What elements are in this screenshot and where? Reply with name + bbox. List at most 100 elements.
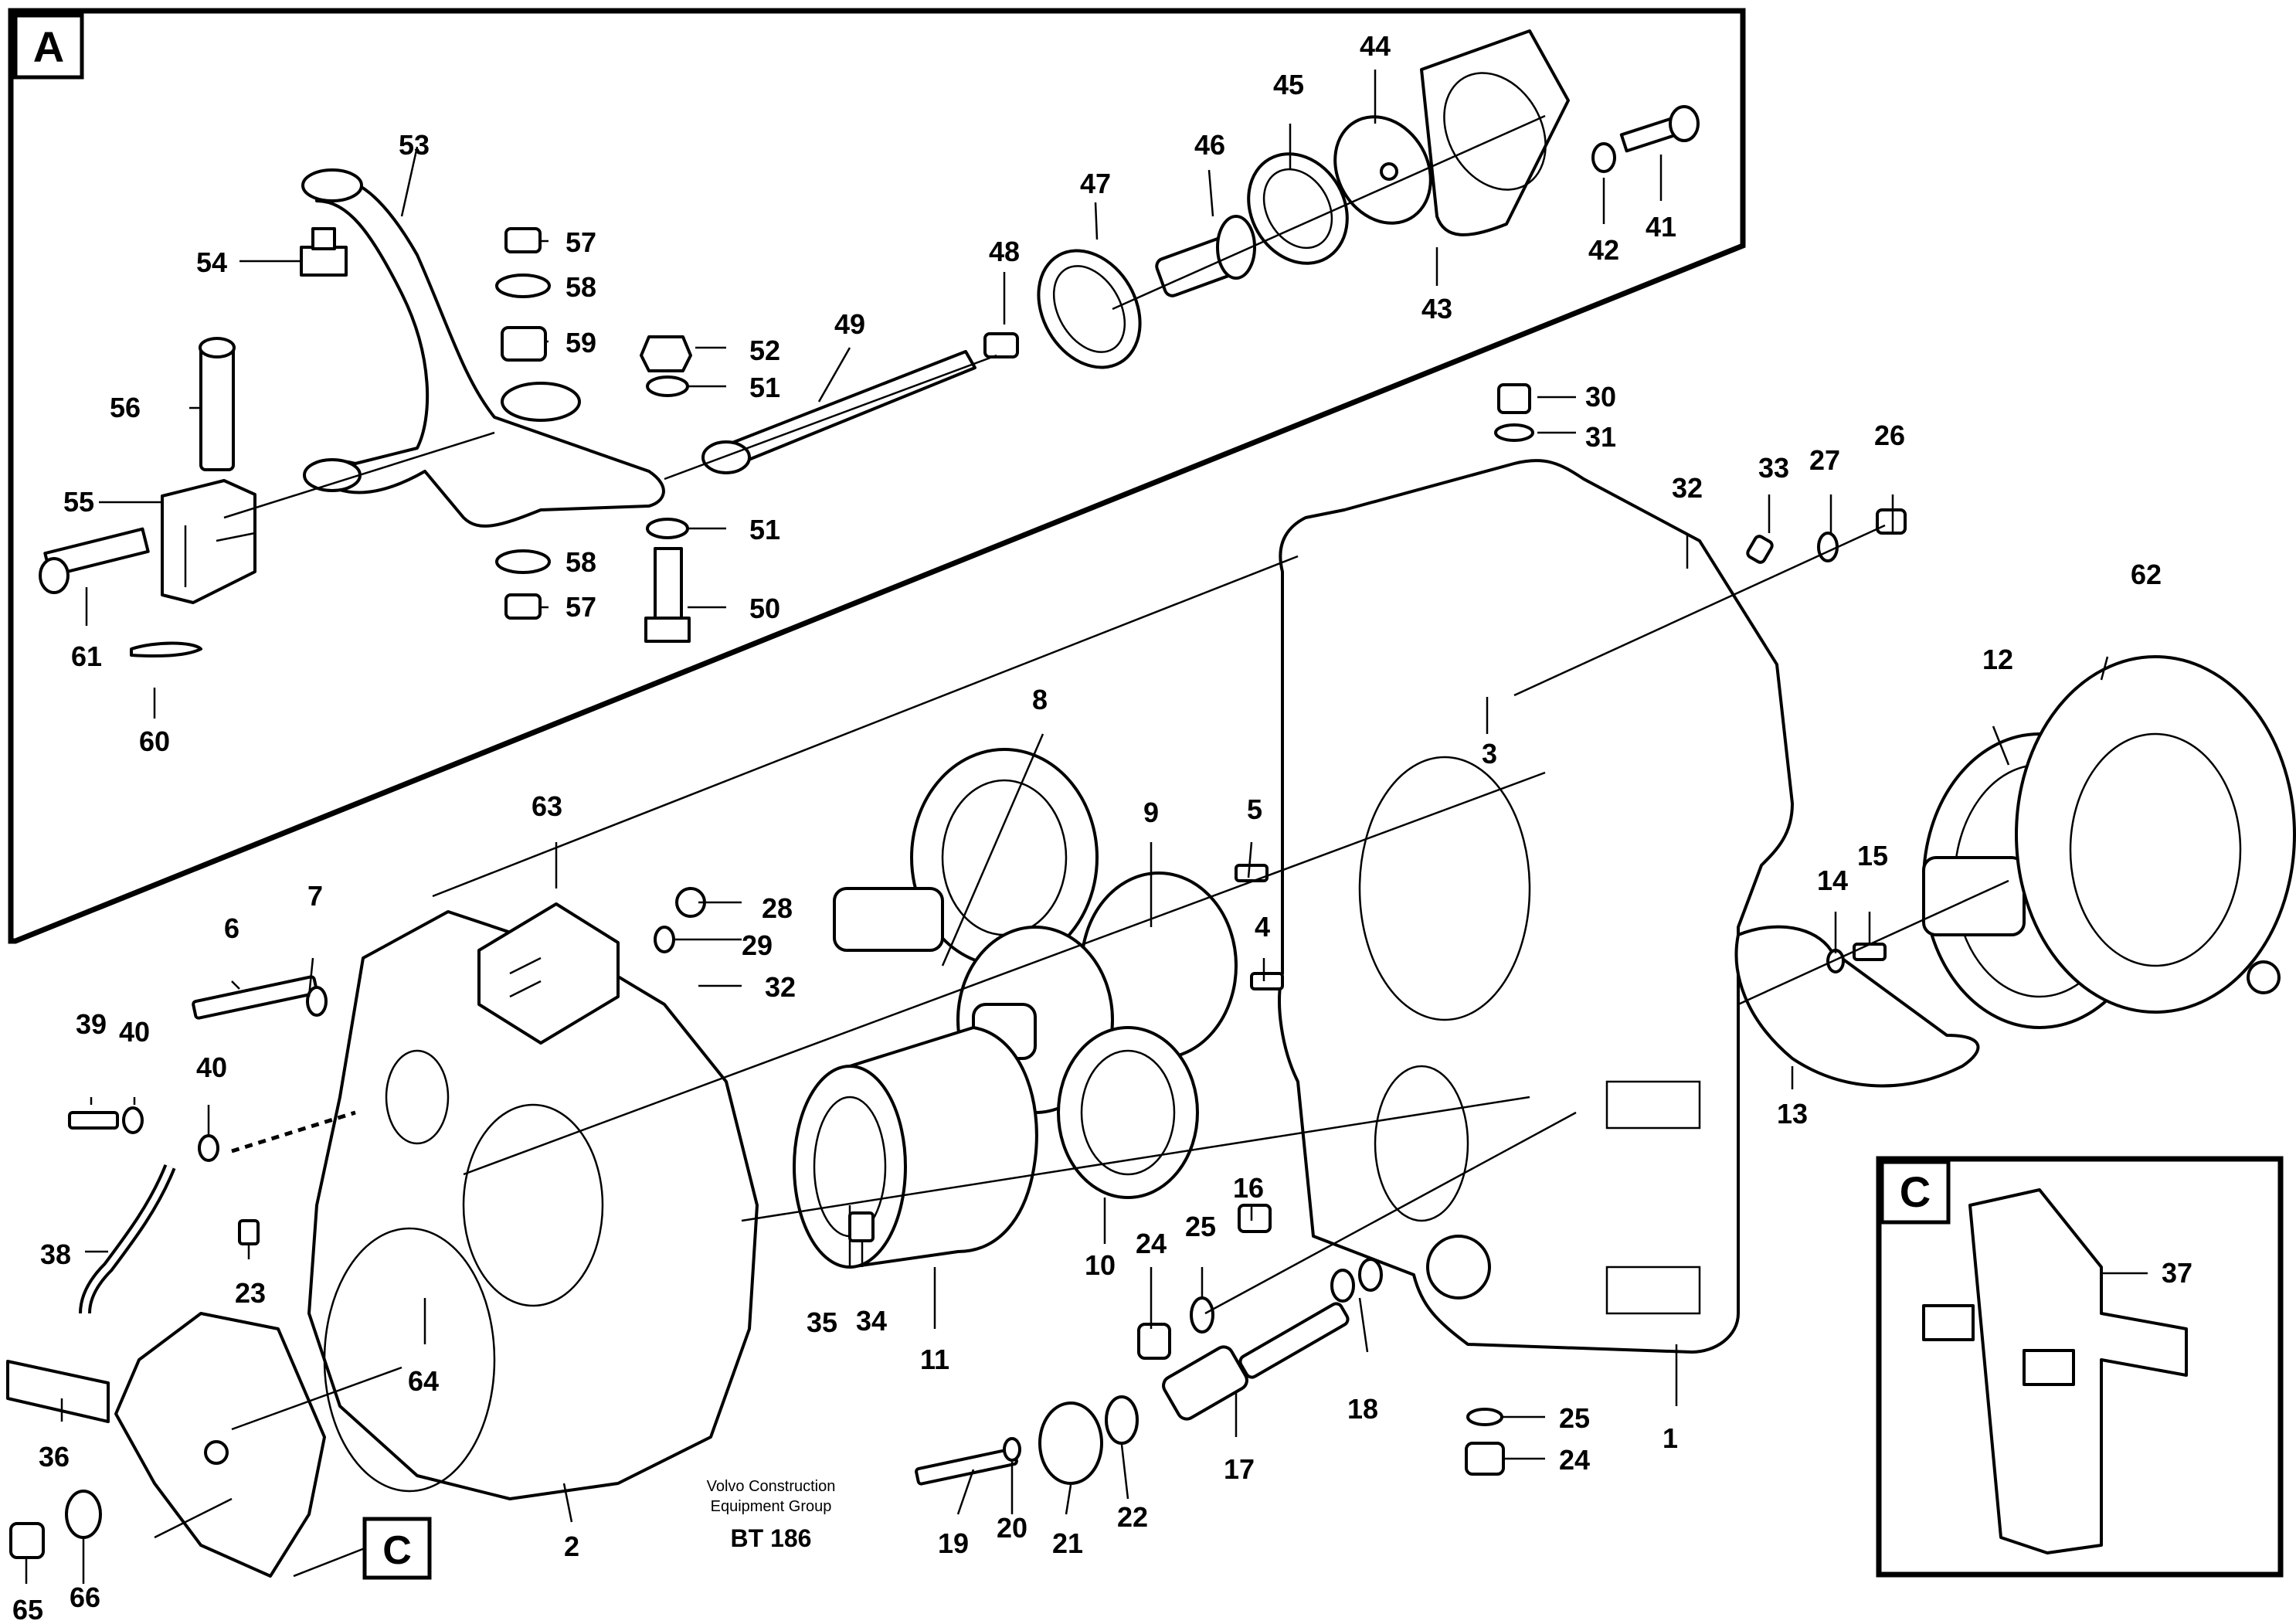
callout-52: 52 [749,335,780,366]
leader-lines [25,70,2148,1584]
nut-52 [640,335,692,372]
screw-19 [915,1447,1018,1486]
cover-62 [2015,655,2296,1014]
ring-18 [1330,1258,1383,1303]
bracket-36 [6,1360,110,1423]
callout-19: 19 [938,1527,969,1559]
shield-13 [1734,925,1980,1088]
detail-c-marker: C [1900,1167,1931,1216]
callout-58a: 58 [566,271,596,303]
washer-25b [1466,1408,1503,1426]
callout-27: 27 [1809,444,1840,476]
callout-4: 4 [1255,911,1270,943]
rod-49 [701,350,976,474]
screw-61 [39,527,150,594]
callout-c-label: C [382,1528,412,1573]
callout-22: 22 [1117,1501,1148,1533]
callout-42: 42 [1588,234,1619,266]
callout-54: 54 [196,246,227,278]
washer-29 [654,926,675,953]
pad-54 [300,227,348,277]
plug-30 [1497,383,1531,414]
callout-39: 39 [76,1008,107,1040]
callout-2: 2 [564,1531,579,1562]
callout-13: 13 [1777,1098,1808,1130]
washer-42 [1591,142,1616,173]
callout-64: 64 [408,1365,439,1397]
callout-24b: 24 [1559,1444,1590,1476]
callout-12: 12 [1982,644,2013,675]
callout-41: 41 [1646,211,1676,243]
cover-21 [1038,1401,1103,1485]
callout-57a: 57 [566,226,596,258]
piston-46 [1155,215,1256,297]
callout-10: 10 [1085,1249,1116,1281]
callout-5: 5 [1247,793,1262,825]
cover-c-36-detail [114,1312,326,1578]
plug-16 [1238,1204,1272,1233]
screw-6 [192,975,318,1020]
washer-40a [122,1106,144,1134]
callout-36: 36 [39,1441,70,1473]
callout-26: 26 [1874,420,1905,451]
fitting-23 [238,1219,260,1245]
callout-7: 7 [307,880,323,912]
detail-c-marker-box [1880,1160,1951,1225]
callout-53: 53 [399,129,430,161]
footer-company-line2: Equipment Group [711,1498,832,1515]
callout-56: 56 [110,392,141,423]
callout-17: 17 [1224,1453,1255,1485]
callout-9: 9 [1143,797,1159,828]
callout-40b: 40 [196,1052,227,1083]
callout-6: 6 [224,912,239,944]
callout-66: 66 [70,1582,100,1613]
callout-62: 62 [2131,559,2162,590]
footer-code: BT 186 [731,1524,812,1552]
callout-40a: 40 [119,1016,150,1048]
plug-24b [1465,1442,1505,1476]
screw-41 [1619,105,1700,153]
bracket-55 [161,479,256,604]
callout-58b: 58 [566,546,596,578]
callout-46: 46 [1194,129,1225,161]
assembly-axis-lines [154,114,2009,1539]
washer-51b [646,518,689,539]
detail-c-frame [1876,1156,2284,1578]
callout-51b: 51 [749,514,780,545]
callout-55: 55 [63,486,94,518]
callout-1: 1 [1663,1422,1678,1454]
callout-25b: 25 [1559,1402,1590,1434]
clip-60 [130,641,202,658]
callout-18: 18 [1347,1393,1378,1425]
callout-37: 37 [2162,1257,2192,1289]
callout-24a: 24 [1136,1228,1167,1259]
diaphragm-44 [1333,115,1432,225]
spring-47 [1037,249,1142,369]
callout-34: 34 [856,1305,887,1337]
detail-a-marker: A [33,22,64,71]
nipple-34 [848,1211,875,1242]
detail-a-frame [8,8,1746,944]
callout-11: 11 [920,1344,949,1375]
valve-block-63 [477,902,620,1045]
washer-14 [1826,949,1845,973]
callout-32a: 32 [1672,472,1703,504]
callout-28: 28 [762,892,793,924]
callout-8: 8 [1032,684,1048,715]
callout-38: 38 [40,1238,71,1270]
callout-23: 23 [235,1277,266,1309]
callout-35: 35 [807,1306,837,1338]
washer-27 [1817,532,1839,562]
washer-25a [1190,1296,1214,1334]
screw-39 [68,1111,119,1130]
plug-65 [9,1522,45,1559]
bushing-57b [504,593,542,620]
washer-7 [306,986,328,1017]
detail-a-marker-box [13,13,84,80]
callout-31: 31 [1585,421,1616,453]
plug-17 [1162,1302,1350,1421]
callout-44: 44 [1360,30,1391,62]
callout-20: 20 [997,1512,1027,1544]
callout-numbers: 53 54 56 55 61 60 57 58 59 58 57 52 51 5… [12,30,2192,1624]
